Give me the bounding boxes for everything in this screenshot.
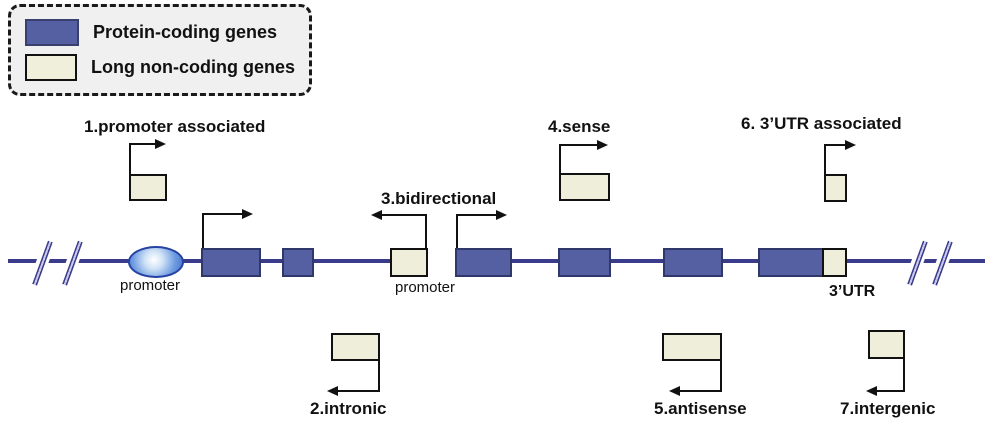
promoter-label-mid: promoter (395, 279, 456, 296)
arrow-head-right-icon (242, 209, 253, 219)
arrow-intronic (337, 390, 380, 392)
arrow-intronic (378, 361, 380, 392)
arrow-head-left-icon (669, 386, 680, 396)
arrow-promoter-associated (129, 143, 157, 145)
legend-label-long-non-coding: Long non-coding genes (91, 57, 295, 77)
exon-gene2-4 (758, 248, 824, 277)
break-mark-icon (903, 239, 931, 287)
long-non-coding-swatch (25, 54, 78, 81)
arrow-intergenic (876, 390, 905, 392)
legend-label-protein-coding: Protein-coding genes (93, 22, 278, 42)
lncRNA-box-bidirectional (390, 248, 428, 277)
arrow-gene1-tss (202, 213, 244, 215)
arrow-bidirectional-left (425, 214, 427, 248)
label-intergenic: 7.intergenic (840, 399, 936, 418)
lncRNA-box-intergenic (868, 330, 905, 359)
arrow-head-left-icon (327, 386, 338, 396)
arrow-head-right-icon (597, 140, 608, 150)
label-utr3-associated: 6. 3’UTR associated (741, 114, 902, 133)
label-bidirectional: 3.bidirectional (381, 189, 497, 208)
label-sense: 4.sense (548, 117, 611, 136)
exon-gene1-2 (282, 248, 314, 277)
label-antisense: 5.antisense (654, 399, 747, 418)
label-promoter-associated: 1.promoter associated (84, 117, 266, 136)
arrow-head-right-icon (845, 140, 856, 150)
arrow-utr3-associated (824, 144, 826, 175)
break-mark-icon (28, 239, 56, 287)
arrow-head-right-icon (496, 210, 507, 220)
legend-item-long-non-coding: Long non-coding genes (25, 54, 295, 81)
promoter-label-left: promoter (120, 277, 181, 294)
arrow-sense (559, 144, 599, 146)
arrow-antisense (720, 361, 722, 392)
lncRNA-box-promoter-associated (129, 174, 167, 201)
utr3-label: 3’UTR (829, 283, 876, 300)
arrow-utr3-associated (824, 144, 847, 146)
legend-item-protein-coding: Protein-coding genes (25, 19, 295, 46)
arrow-sense (559, 144, 561, 174)
arrow-bidirectional-right (456, 214, 498, 216)
arrow-head-right-icon (155, 139, 166, 149)
arrow-head-left-icon (371, 210, 382, 220)
lncRNA-box-sense (559, 173, 610, 201)
break-mark-icon (58, 239, 86, 287)
exon-gene2-3 (663, 248, 723, 277)
break-mark-icon (928, 239, 956, 287)
utr3-box (822, 248, 847, 277)
arrow-antisense (679, 390, 722, 392)
legend: Protein-coding genes Long non-coding gen… (8, 4, 312, 96)
arrow-gene1-tss (202, 213, 204, 248)
protein-coding-swatch (25, 19, 79, 46)
exon-gene2-2 (558, 248, 611, 277)
exon-gene1-1 (201, 248, 261, 277)
lncRNA-box-utr3-associated (824, 174, 847, 202)
label-intronic: 2.intronic (310, 399, 387, 418)
arrow-bidirectional-right (456, 214, 458, 248)
arrow-bidirectional-left (381, 214, 427, 216)
arrow-intergenic (903, 359, 905, 392)
arrow-head-left-icon (866, 386, 877, 396)
arrow-promoter-associated (129, 143, 131, 175)
lncRNA-box-antisense (662, 333, 722, 361)
exon-gene2-1 (455, 248, 512, 277)
lncRNA-box-intronic (331, 333, 380, 361)
promoter-oval (128, 246, 184, 278)
